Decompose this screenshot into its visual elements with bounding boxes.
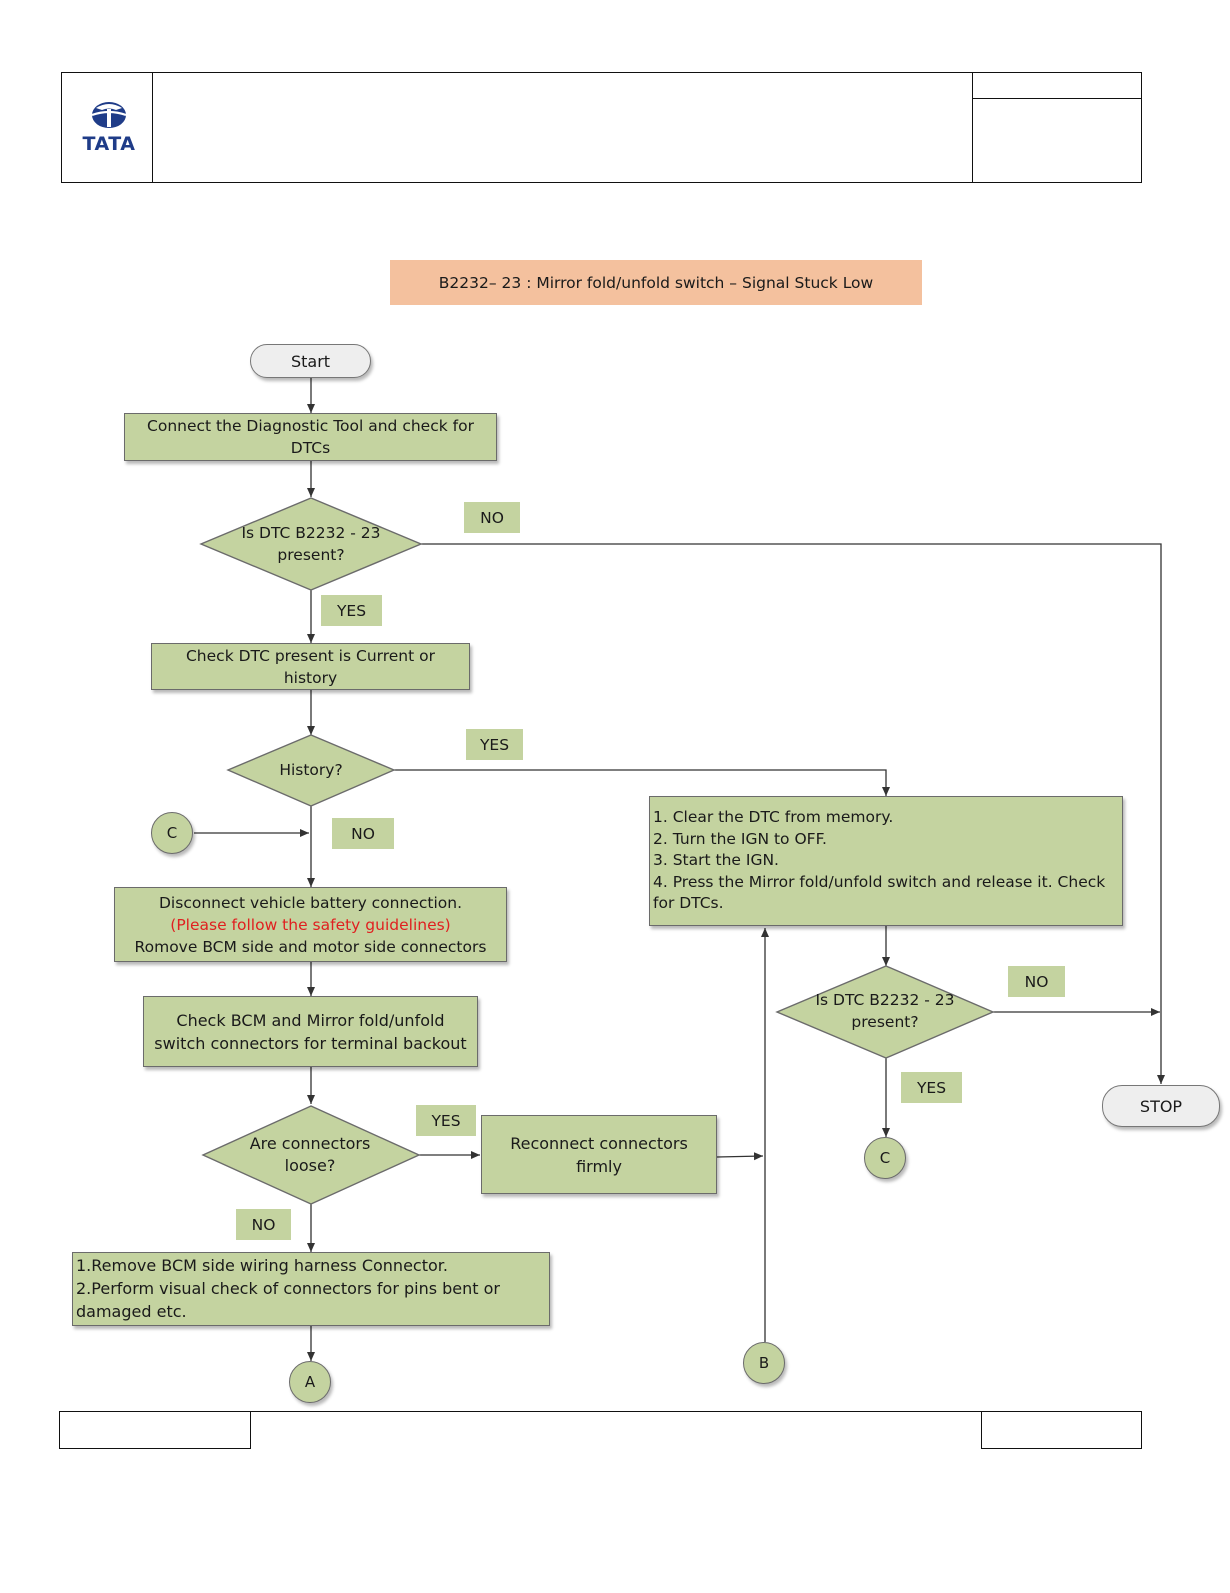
- label-no-dtc2: NO: [1008, 966, 1065, 997]
- header-right-divider: [972, 72, 974, 183]
- disconnect-safety-warning: (Please follow the safety guidelines): [170, 915, 451, 934]
- footer-line: [59, 1411, 1142, 1413]
- check-bcm-line1: Check BCM and Mirror fold/unfold: [176, 1010, 445, 1030]
- decision-dtc2: Is DTC B2232 - 23 present?: [797, 986, 973, 1036]
- label-yes-dtc2: YES: [901, 1072, 962, 1103]
- connector-c-left: C: [151, 812, 193, 854]
- decision-loose-line2: loose?: [284, 1156, 336, 1175]
- footer-left-box: [59, 1411, 251, 1449]
- decision-history-shape: [226, 734, 396, 807]
- reconnect-line2: firmly: [576, 1156, 622, 1176]
- label-yes-history: YES: [466, 729, 523, 760]
- process-remove-bcm: 1.Remove BCM side wiring harness Connect…: [72, 1252, 550, 1326]
- decision-dtc2-line2: present?: [851, 1013, 919, 1031]
- stop-terminal: STOP: [1102, 1085, 1220, 1127]
- label-yes-dtc1: YES: [321, 595, 382, 626]
- reconnect-line1: Reconnect connectors: [510, 1133, 688, 1153]
- decision-dtc2-shape: [775, 965, 995, 1059]
- connector-b: B: [743, 1342, 785, 1384]
- line-history-yes-to-clear: [394, 769, 890, 796]
- label-no-loose: NO: [236, 1209, 291, 1240]
- footer-right-box: [981, 1411, 1142, 1449]
- header-frame: [61, 72, 1142, 183]
- clear-dtc-step2: 2. Turn the IGN to OFF.: [653, 829, 827, 848]
- process-check-bcm: Check BCM and Mirror fold/unfold switch …: [143, 996, 478, 1067]
- connector-a: A: [289, 1361, 331, 1403]
- tata-logo-text: TATA: [82, 133, 136, 155]
- tata-logo-mark-icon: [91, 102, 127, 128]
- decision-dtc1: Is DTC B2232 - 23 present?: [221, 517, 401, 571]
- check-bcm-line2: switch connectors for terminal backout: [154, 1033, 467, 1053]
- label-yes-loose: YES: [416, 1105, 476, 1136]
- disconnect-line3: Romove BCM side and motor side connector…: [134, 937, 487, 956]
- tata-logo: TATA: [76, 98, 142, 158]
- label-no-dtc1: NO: [464, 502, 520, 533]
- remove-bcm-line3: damaged etc.: [76, 1302, 187, 1321]
- label-no-history: NO: [332, 818, 394, 849]
- decision-dtc1-shape: [199, 497, 423, 591]
- decision-dtc1-line1: Is DTC B2232 - 23: [241, 524, 381, 542]
- process-connect-tool: Connect the Diagnostic Tool and check fo…: [124, 413, 497, 461]
- header-logo-divider: [152, 72, 154, 183]
- clear-dtc-step1: 1. Clear the DTC from memory.: [653, 808, 894, 826]
- process-disconnect-battery: Disconnect vehicle battery connection. (…: [114, 887, 507, 962]
- decision-dtc1-line2: present?: [277, 546, 345, 564]
- header-right-row-divider: [972, 98, 1142, 100]
- remove-bcm-line2: 2.Perform visual check of connectors for…: [76, 1279, 501, 1298]
- disconnect-line1: Disconnect vehicle battery connection.: [159, 893, 462, 912]
- process-clear-dtc: 1. Clear the DTC from memory. 2. Turn th…: [649, 796, 1123, 926]
- clear-dtc-step4: 4. Press the Mirror fold/unfold switch a…: [653, 872, 1106, 891]
- process-reconnect: Reconnect connectors firmly: [481, 1115, 717, 1194]
- line-dtc1-no-to-stop: [421, 543, 1165, 1084]
- line-reconnect-to-b-line: [716, 1152, 764, 1161]
- remove-bcm-line1: 1.Remove BCM side wiring harness Connect…: [76, 1256, 448, 1275]
- process-check-current-history: Check DTC present is Current or history: [151, 643, 470, 690]
- start-terminal: Start: [250, 344, 371, 378]
- connector-c-right: C: [864, 1137, 906, 1179]
- decision-loose: Are connectors loose?: [230, 1128, 390, 1182]
- decision-history: History?: [279, 761, 343, 779]
- decision-dtc2-line1: Is DTC B2232 - 23: [815, 991, 955, 1009]
- diagram-title: B2232– 23 : Mirror fold/unfold switch – …: [390, 260, 922, 305]
- decision-loose-shape: [201, 1105, 421, 1205]
- clear-dtc-step3: 3. Start the IGN.: [653, 851, 779, 869]
- decision-loose-line1: Are connectors: [249, 1134, 371, 1153]
- clear-dtc-step4-cont: for DTCs.: [653, 894, 724, 912]
